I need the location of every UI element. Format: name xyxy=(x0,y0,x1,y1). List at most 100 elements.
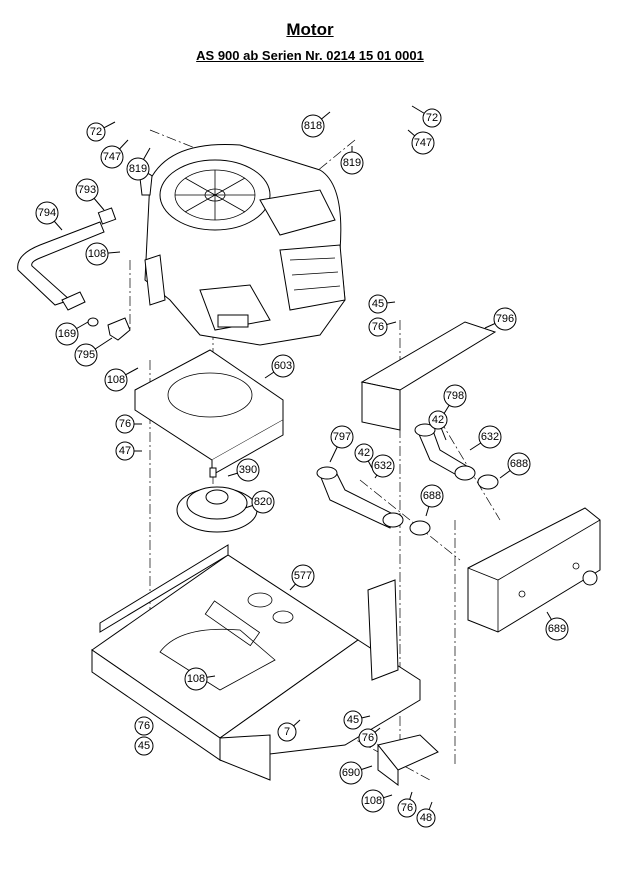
callout-108: 108 xyxy=(184,667,216,691)
callout-label: 793 xyxy=(78,184,96,196)
callout-108: 108 xyxy=(361,789,393,813)
callout-7: 7 xyxy=(277,719,301,742)
callout-632: 632 xyxy=(469,425,502,451)
callout-794: 794 xyxy=(35,201,63,231)
callout-bubble xyxy=(74,343,98,367)
page-subtitle: AS 900 ab Serien Nr. 0214 15 01 0001 xyxy=(196,48,424,63)
callout-632: 632 xyxy=(371,454,395,479)
callout-577: 577 xyxy=(289,564,315,591)
callout-820: 820 xyxy=(244,490,275,514)
callout-label: 603 xyxy=(274,360,292,372)
callout-76: 76 xyxy=(115,414,142,434)
callout-bubble xyxy=(354,443,374,463)
callout-688: 688 xyxy=(420,484,444,517)
callout-bubble xyxy=(478,425,502,449)
callout-label: 819 xyxy=(343,157,361,169)
callout-bubble xyxy=(368,317,388,337)
engine xyxy=(139,143,346,346)
callout-bubble xyxy=(411,131,435,155)
callout-bubble xyxy=(134,716,154,736)
callout-bubble xyxy=(104,368,128,392)
callout-108: 108 xyxy=(85,242,121,266)
callout-bubble xyxy=(115,441,135,461)
callout-bubble xyxy=(291,564,315,588)
callout-bubble xyxy=(416,808,436,828)
callout-76: 76 xyxy=(358,727,381,748)
callout-819: 819 xyxy=(126,147,151,181)
callout-label: 45 xyxy=(372,298,384,310)
callout-819: 819 xyxy=(340,146,364,175)
callout-bubble xyxy=(343,710,363,730)
callout-bubble xyxy=(428,410,448,430)
callout-label: 47 xyxy=(119,445,131,457)
callout-bubble xyxy=(493,307,517,331)
callout-label: 818 xyxy=(304,120,322,132)
callout-label: 45 xyxy=(347,714,359,726)
callout-818: 818 xyxy=(301,111,331,138)
callout-169: 169 xyxy=(55,321,89,346)
callout-label: 795 xyxy=(77,349,95,361)
callout-label: 42 xyxy=(358,447,370,459)
callout-label: 108 xyxy=(364,795,382,807)
callout-bubble xyxy=(251,490,275,514)
callout-label: 632 xyxy=(481,431,499,443)
callout-bubble xyxy=(358,728,378,748)
callout-label: 76 xyxy=(362,732,374,744)
callout-793: 793 xyxy=(75,178,105,211)
callout-bubble xyxy=(126,157,150,181)
callout-690: 690 xyxy=(339,761,373,785)
callout-795: 795 xyxy=(74,337,113,367)
callout-label: 108 xyxy=(88,248,106,260)
page-title: Motor xyxy=(286,20,334,39)
callout-796: 796 xyxy=(484,307,517,331)
callout-label: 820 xyxy=(254,496,272,508)
callout-48: 48 xyxy=(416,801,436,828)
callout-bubble xyxy=(330,425,354,449)
callout-45: 45 xyxy=(343,710,371,730)
callout-label: 42 xyxy=(432,414,444,426)
callout-bubble xyxy=(35,201,59,225)
callout-747: 747 xyxy=(100,139,129,169)
callout-42: 42 xyxy=(354,443,374,469)
callout-bubble xyxy=(271,354,295,378)
callout-bubble xyxy=(422,108,442,128)
callout-45: 45 xyxy=(368,294,396,314)
callout-label: 76 xyxy=(138,720,150,732)
callout-label: 108 xyxy=(107,374,125,386)
callout-bubble xyxy=(443,384,467,408)
callout-76: 76 xyxy=(397,791,417,818)
oil-drain-hose xyxy=(17,207,131,341)
callout-bubble xyxy=(545,617,569,641)
pulley xyxy=(176,467,258,533)
callout-bubble xyxy=(507,452,531,476)
callout-bubble xyxy=(86,122,106,142)
callout-label: 577 xyxy=(294,570,312,582)
callout-797: 797 xyxy=(329,425,354,463)
callout-label: 76 xyxy=(119,418,131,430)
callout-bubble xyxy=(134,736,154,756)
callout-bubble xyxy=(301,114,325,138)
heat-shield xyxy=(360,321,497,431)
callout-42: 42 xyxy=(428,410,448,441)
callout-label: 72 xyxy=(90,126,102,138)
callout-72: 72 xyxy=(86,121,116,142)
callout-688: 688 xyxy=(499,452,531,479)
callout-label: 632 xyxy=(374,460,392,472)
callout-76: 76 xyxy=(134,716,154,736)
callout-label: 72 xyxy=(426,112,438,124)
exhaust-pipes xyxy=(316,423,499,536)
callout-47: 47 xyxy=(115,441,142,461)
callout-label: 794 xyxy=(38,207,56,219)
callout-label: 797 xyxy=(333,431,351,443)
callout-45: 45 xyxy=(134,736,154,756)
callout-bubble xyxy=(361,789,385,813)
callout-747: 747 xyxy=(407,129,435,155)
callout-label: 690 xyxy=(342,767,360,779)
muffler xyxy=(467,507,601,633)
engine-mount-plate xyxy=(134,349,284,476)
callout-bubble xyxy=(115,414,135,434)
callout-bubble xyxy=(397,798,417,818)
callout-label: 796 xyxy=(496,313,514,325)
callout-108: 108 xyxy=(104,367,139,392)
